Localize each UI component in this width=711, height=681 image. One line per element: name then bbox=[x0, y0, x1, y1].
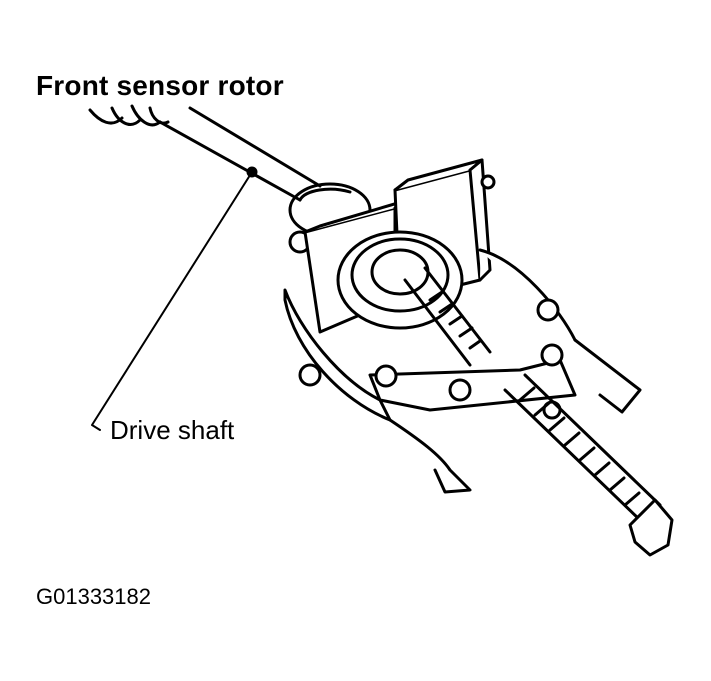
front-sensor-rotor-label: Front sensor rotor bbox=[36, 70, 284, 101]
puller-frame bbox=[283, 248, 642, 494]
drive-shaft-leader bbox=[91, 166, 258, 431]
threaded-spindle bbox=[403, 266, 492, 367]
forcing-screw bbox=[503, 373, 674, 557]
rotor-teeth bbox=[88, 104, 170, 127]
drive-shaft bbox=[158, 106, 322, 202]
figure-code: G01333182 bbox=[36, 584, 151, 609]
drive-shaft-label: Drive shaft bbox=[110, 415, 235, 445]
sensor-rotor-hub bbox=[336, 230, 464, 330]
